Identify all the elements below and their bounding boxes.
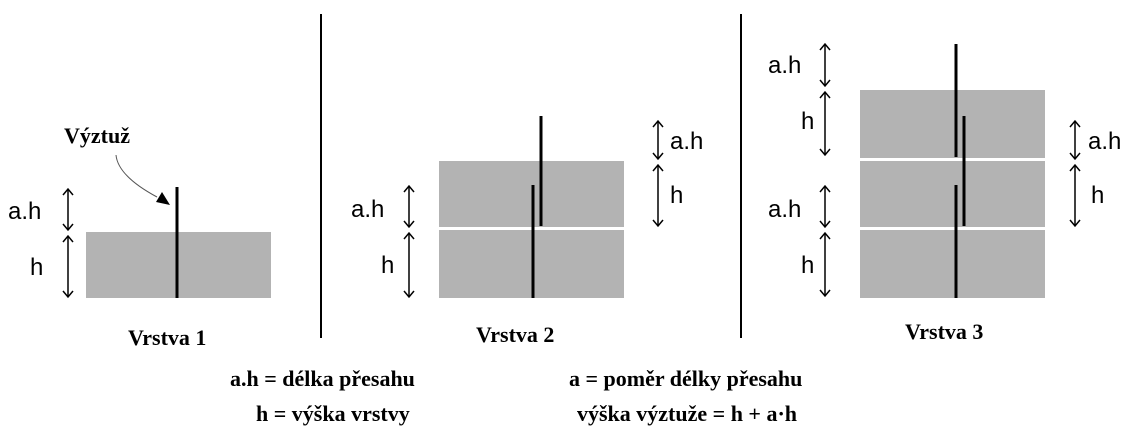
h-label-bottom: h — [801, 252, 814, 279]
reinforcement-label: Výztuž — [64, 123, 130, 148]
layer-2-caption: Vrstva 2 — [476, 322, 554, 347]
layer-3-caption: Vrstva 3 — [905, 319, 983, 344]
ah-label-right: a.h — [670, 128, 703, 155]
panel-layer-2: a.h h a.h h Vrstva 2 — [351, 116, 703, 347]
layer-1-caption: Vrstva 1 — [128, 325, 206, 350]
dim-ah-right — [1069, 119, 1081, 161]
legend-h-definition: h = výška vrstvy — [256, 401, 410, 426]
dim-ah-top — [819, 42, 831, 88]
dim-ah-left — [403, 184, 415, 229]
dim-ah-right — [652, 119, 664, 161]
legend-a-definition: a = poměr délky přesahu — [569, 366, 803, 391]
legend-reinforcement-height: výška výztuže = h + a·h — [577, 401, 798, 426]
legend-ah-definition: a.h = délka přesahu — [230, 366, 415, 391]
dim-h-bottom — [819, 231, 831, 298]
h-label-right: h — [670, 182, 683, 209]
panel-layer-1: Výztuž a.h h Vrstva 1 — [8, 123, 271, 350]
panel-layer-3: a.h h a.h h a.h h Vrstva 3 — [768, 42, 1121, 344]
dim-h-top — [819, 90, 831, 157]
ah-label-top: a.h — [768, 52, 801, 79]
ah-label-bottom: a.h — [768, 196, 801, 223]
h-label: h — [30, 254, 43, 281]
dim-h-left — [403, 231, 415, 299]
reinforcement-pointer — [115, 154, 158, 198]
dim-ah-bottom — [819, 184, 831, 229]
ah-label-right: a.h — [1088, 128, 1121, 155]
dim-ah — [62, 187, 74, 232]
dim-h-right — [1069, 163, 1081, 228]
h-label-top: h — [801, 108, 814, 135]
layer-block-middle — [860, 161, 1045, 227]
ah-label-left: a.h — [351, 196, 384, 223]
layer-block-top — [860, 90, 1045, 158]
arrowhead-icon — [156, 192, 170, 205]
h-label-left: h — [381, 252, 394, 279]
h-label-right: h — [1091, 182, 1104, 209]
ah-label: a.h — [8, 198, 41, 225]
layer-block-bottom — [860, 230, 1045, 298]
dim-h-right — [652, 163, 664, 228]
dim-h — [62, 234, 74, 299]
